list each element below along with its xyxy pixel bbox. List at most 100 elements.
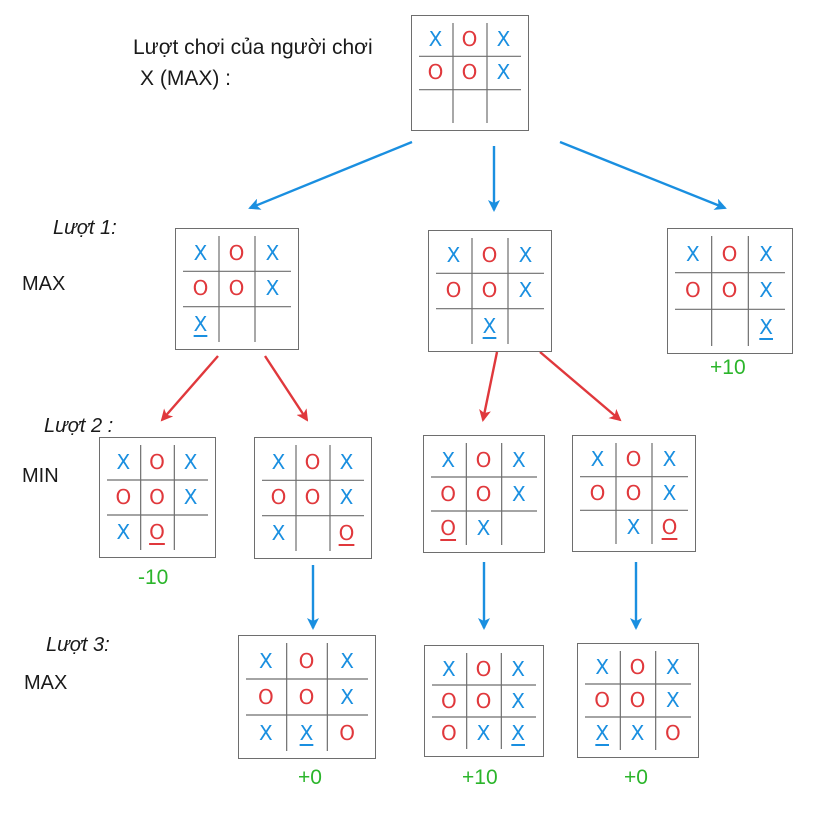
board-cell: O bbox=[140, 480, 174, 515]
board-cell: O bbox=[620, 684, 655, 717]
board-score: +10 bbox=[462, 766, 498, 789]
board-cell: O bbox=[286, 679, 327, 715]
mark-x: X bbox=[265, 276, 280, 301]
mark-o: O bbox=[461, 27, 478, 52]
board-cell: O bbox=[616, 443, 652, 477]
board-cell: O bbox=[711, 272, 748, 309]
mark-x: X bbox=[299, 720, 314, 745]
board-cell: O bbox=[453, 23, 487, 56]
mark-o: O bbox=[440, 481, 457, 506]
mark-x: X bbox=[116, 450, 131, 474]
board-cell: O bbox=[140, 445, 174, 480]
board-cell: X bbox=[255, 236, 291, 271]
board-cell: O bbox=[711, 236, 748, 273]
mark-x: X bbox=[511, 720, 525, 745]
board-cell: X bbox=[174, 480, 208, 515]
board-cell: X bbox=[183, 306, 219, 341]
board-cell: X bbox=[580, 443, 616, 477]
mark-x: X bbox=[511, 481, 526, 506]
board-cell: X bbox=[107, 445, 141, 480]
board-cell: X bbox=[431, 443, 466, 477]
mark-x: X bbox=[496, 60, 511, 85]
arrow-root-to-l1c bbox=[559, 140, 727, 210]
arrow-l1b-to-l2d bbox=[539, 351, 622, 422]
mark-x: X bbox=[759, 278, 773, 303]
mark-x: X bbox=[665, 655, 680, 679]
board-cell: X bbox=[466, 511, 501, 545]
board-cell: O bbox=[330, 515, 364, 550]
board-cell: O bbox=[466, 653, 501, 685]
board-cell: X bbox=[748, 272, 785, 309]
arrow-l1a-to-l2a bbox=[160, 355, 219, 422]
mark-o: O bbox=[228, 241, 245, 266]
board-cell: X bbox=[675, 236, 712, 273]
board-cell: O bbox=[431, 477, 466, 511]
arrow-l1b-to-l2c bbox=[479, 351, 499, 422]
board-cell: O bbox=[655, 717, 690, 750]
board-grid-lines bbox=[245, 642, 368, 751]
mark-x: X bbox=[339, 450, 354, 475]
mark-x: X bbox=[193, 311, 208, 336]
mark-x: X bbox=[685, 241, 700, 266]
board-cell: X bbox=[246, 715, 287, 751]
board-cell: X bbox=[748, 236, 785, 273]
mark-x: X bbox=[496, 27, 511, 52]
board-cell: O bbox=[296, 480, 330, 515]
board-cell: O bbox=[472, 238, 508, 273]
board-cell: O bbox=[431, 511, 466, 545]
board-grid-lines bbox=[106, 444, 208, 550]
board-cell: X bbox=[652, 476, 688, 510]
board-score: +0 bbox=[624, 766, 648, 789]
mark-o: O bbox=[684, 278, 701, 303]
board-score: +0 bbox=[298, 766, 322, 789]
mark-o: O bbox=[594, 688, 611, 712]
board-cell: X bbox=[419, 23, 453, 56]
board-cell: X bbox=[432, 653, 467, 685]
board-cell: O bbox=[432, 717, 467, 749]
board-cell: X bbox=[501, 443, 536, 477]
mark-o: O bbox=[589, 480, 606, 505]
mark-x: X bbox=[193, 241, 208, 266]
board-cell: X bbox=[436, 238, 472, 273]
mark-o: O bbox=[481, 243, 498, 268]
mark-o: O bbox=[440, 720, 457, 745]
turn-2-role: MIN bbox=[22, 465, 59, 487]
board-cell: O bbox=[419, 56, 453, 89]
board-cell: X bbox=[183, 236, 219, 271]
board-cell: X bbox=[585, 717, 620, 750]
mark-x: X bbox=[665, 688, 680, 712]
board-grid-lines bbox=[418, 22, 521, 123]
board-cell: X bbox=[501, 653, 536, 685]
mark-o: O bbox=[304, 485, 321, 510]
mark-x: X bbox=[258, 720, 273, 745]
mark-x: X bbox=[482, 313, 497, 338]
board-cell: X bbox=[472, 308, 508, 343]
board-cell: X bbox=[508, 273, 544, 308]
board-cell: X bbox=[585, 651, 620, 684]
board-cell: X bbox=[466, 717, 501, 749]
board-cell: O bbox=[219, 236, 255, 271]
mark-o: O bbox=[721, 278, 738, 303]
board-grid-lines bbox=[674, 235, 785, 346]
mark-o: O bbox=[625, 447, 642, 472]
board-cell: X bbox=[501, 685, 536, 717]
mark-x: X bbox=[428, 27, 443, 52]
mark-o: O bbox=[475, 688, 492, 713]
mark-x: X bbox=[340, 684, 354, 709]
board-cell bbox=[675, 309, 712, 346]
board-cell: X bbox=[286, 715, 327, 751]
board-cell: O bbox=[432, 685, 467, 717]
board-cell: O bbox=[246, 679, 287, 715]
mark-x: X bbox=[339, 485, 354, 510]
mark-x: X bbox=[590, 447, 605, 472]
mark-x: X bbox=[340, 648, 354, 673]
board-cell: X bbox=[327, 643, 368, 679]
board-grid-lines bbox=[182, 235, 291, 342]
